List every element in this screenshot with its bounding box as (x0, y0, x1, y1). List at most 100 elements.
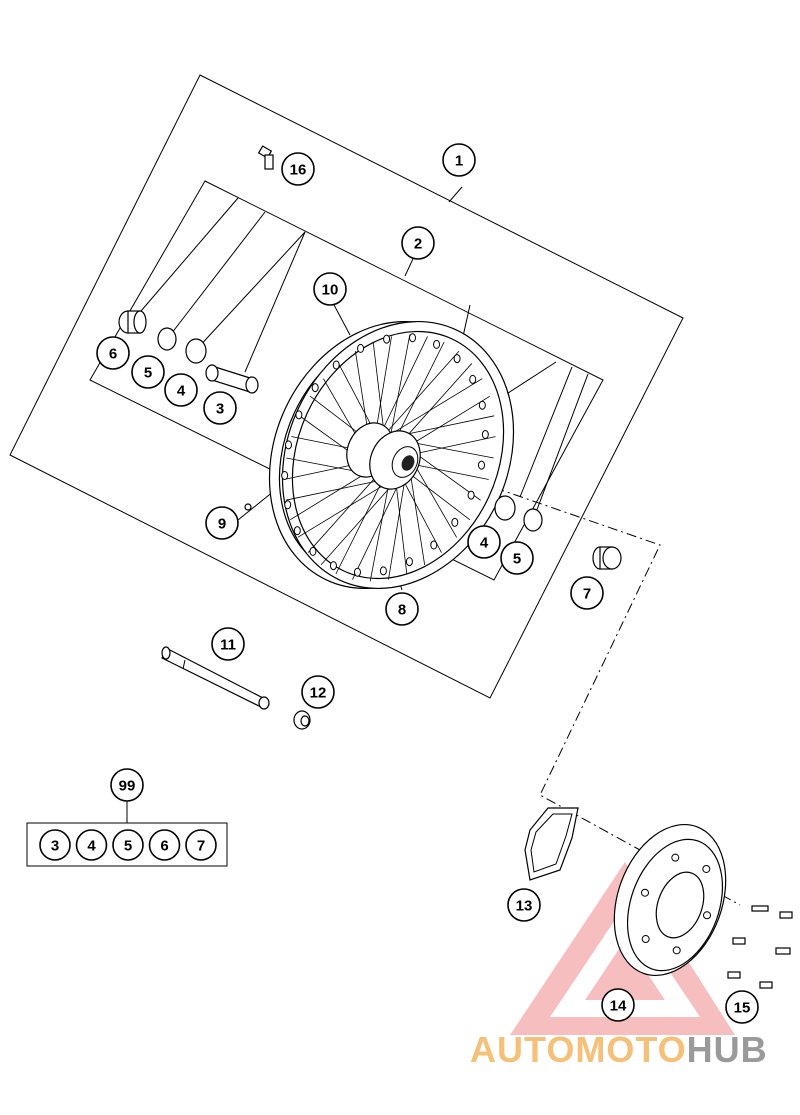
disc-hole (702, 864, 711, 873)
spoke (285, 479, 381, 501)
disc-holes (640, 853, 712, 955)
callout-label: 6 (109, 346, 117, 363)
kit-item: 7 (185, 829, 217, 861)
spoke (297, 482, 388, 538)
spoke-nipple (293, 526, 301, 536)
callout-label: 10 (322, 282, 339, 299)
callout-c12: 12 (301, 675, 335, 709)
disc-hole (671, 853, 680, 862)
spoke (409, 463, 489, 480)
callout-c14: 14 (601, 988, 635, 1022)
spoke-nipple (332, 360, 340, 370)
spoke-nipple (409, 333, 417, 343)
callout-label: 14 (610, 998, 627, 1015)
disc-hole (703, 911, 712, 920)
callout-c6: 6 (96, 336, 130, 370)
kit-item: 6 (148, 829, 181, 861)
kit-item: 3 (39, 829, 71, 861)
spoke-nipple (284, 500, 292, 510)
watermark-part1: AUTOMOTO (470, 1029, 687, 1070)
spoke-nipple (451, 517, 459, 527)
nut-12 (293, 710, 311, 730)
spoke-nipple (467, 490, 475, 500)
spoke-nipples (281, 333, 489, 577)
watermark-text: AUTOMOTOHUB (470, 1029, 768, 1070)
spoke-nipple (281, 471, 289, 481)
bolts-15 (727, 905, 793, 989)
brake-disc-14 (613, 823, 727, 977)
callout-label: 13 (516, 898, 533, 915)
spoke-nipple (379, 566, 387, 576)
spoke (335, 480, 383, 575)
callout-c3: 3 (203, 391, 237, 425)
callout-c5a: 5 (131, 355, 165, 389)
spoke (403, 363, 473, 440)
kit-item: 4 (75, 829, 108, 861)
disc-hole (641, 935, 650, 944)
callout-c15: 15 (725, 990, 759, 1024)
callout-c8: 8 (385, 592, 419, 626)
spoke-nipple (405, 557, 413, 567)
seal-ring-5-right (523, 508, 543, 532)
assembly-frame-1 (9, 74, 684, 699)
callout-label: 9 (218, 516, 226, 533)
spoke-nipple (430, 540, 438, 550)
callout-label: 5 (144, 365, 152, 382)
callout-label: 1 (455, 153, 463, 170)
callout-label: 16 (290, 162, 307, 179)
callout-label: 99 (119, 778, 136, 795)
callout-label: 4 (177, 383, 186, 400)
callout-label: 15 (734, 1000, 751, 1017)
callout-label: 4 (480, 535, 489, 552)
disc-hole (672, 946, 681, 955)
spoke-nipple (383, 334, 391, 344)
spoke (290, 469, 373, 521)
spoke (395, 481, 408, 575)
spoke (378, 336, 428, 438)
spoke-nipple (433, 339, 441, 349)
callout-c16: 16 (281, 152, 315, 186)
callout-label: 7 (583, 586, 591, 603)
spoke (401, 477, 442, 553)
spoke (399, 415, 495, 437)
kit-item-label: 6 (160, 838, 168, 855)
spoke (320, 482, 395, 566)
callout-c4b: 4 (467, 525, 501, 559)
spoke (409, 436, 496, 456)
disc-hole (640, 888, 649, 897)
valve-16 (257, 145, 274, 170)
kit-item-label: 4 (87, 838, 96, 855)
bearing-4-right (494, 495, 516, 521)
kit-item-label: 5 (124, 838, 132, 855)
callout-c10: 10 (313, 272, 347, 306)
callout-c1: 1 (442, 143, 476, 177)
callout-c11: 11 (211, 627, 245, 661)
callout-c13: 13 (507, 888, 541, 922)
spoke (369, 482, 390, 582)
spoke (404, 440, 494, 459)
spoke (392, 378, 483, 434)
spoke-nipple (311, 383, 319, 393)
disc-carrier-13 (524, 807, 579, 881)
bearing-4-left (185, 338, 207, 364)
kit-item-label: 7 (197, 838, 205, 855)
spoke (406, 471, 471, 521)
spoke-nipple (478, 460, 486, 470)
spoke-nipple (357, 343, 365, 353)
callout-c99: 99 (110, 768, 144, 802)
watermark-part2: HUB (687, 1029, 768, 1070)
callout-label: 8 (398, 602, 406, 619)
callout-c9: 9 (205, 506, 239, 540)
spoke-nipple (453, 354, 461, 364)
callout-label: 5 (513, 551, 521, 568)
spoke-nipple (329, 561, 337, 571)
spacer-6-left (118, 310, 147, 334)
seal-ring-5-left (157, 327, 177, 351)
spoke-nipple (481, 429, 489, 439)
kit-item: 5 (112, 829, 144, 861)
spoke (388, 473, 407, 580)
callout-label: 12 (310, 685, 327, 702)
spoke (385, 350, 460, 434)
